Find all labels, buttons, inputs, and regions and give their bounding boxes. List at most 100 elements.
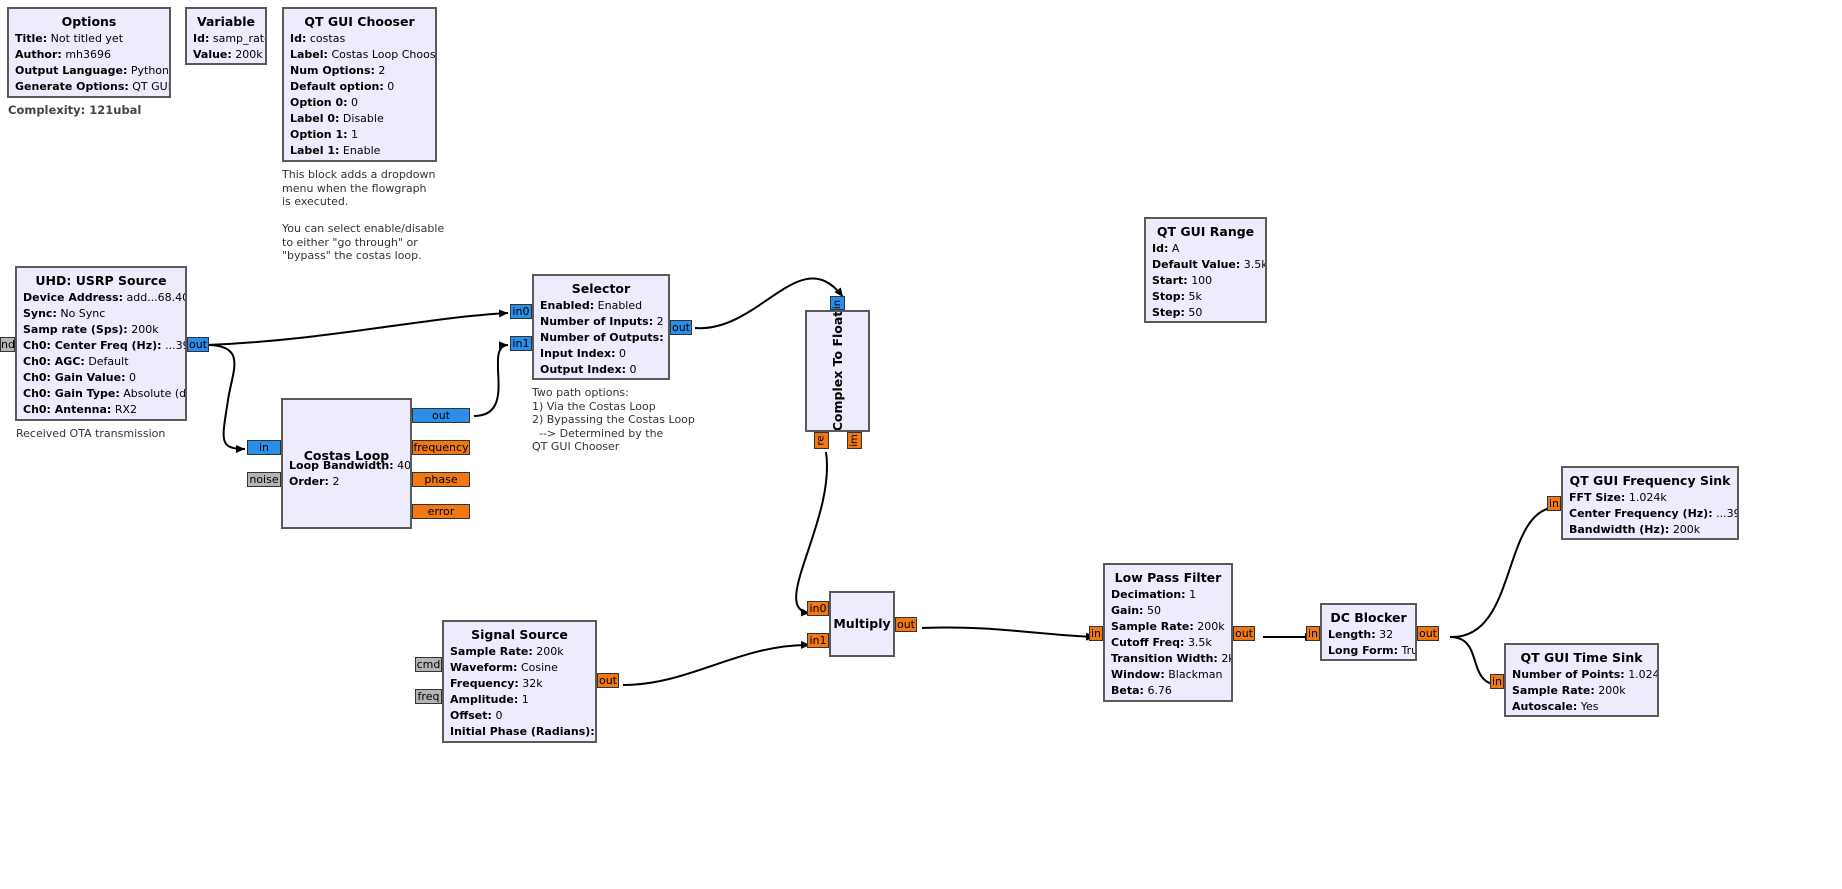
freqsink-in-port[interactable]: in: [1547, 496, 1561, 511]
qt-gui-range-block[interactable]: QT GUI Range Id: A Default Value: 3.5k S…: [1144, 217, 1267, 323]
block-param: Ch0: Gain Value: 0: [23, 371, 136, 384]
multiply-in0-port[interactable]: in0: [807, 601, 829, 616]
costas-error-port[interactable]: error: [412, 504, 470, 519]
block-param: Length: 32: [1328, 628, 1394, 641]
costas-loop-block[interactable]: Costas Loop Loop Bandwidth: 400 Order: 2: [281, 398, 412, 529]
block-param: Default option: 0: [290, 80, 395, 93]
block-param: Number of Inputs: 2: [540, 315, 664, 328]
block-param: Value: 200k: [193, 48, 263, 61]
signal-freq-port[interactable]: freq: [415, 689, 442, 704]
block-param: Default Value: 3.5k: [1152, 258, 1267, 271]
block-param: Label 0: Disable: [290, 112, 384, 125]
wire-uhd-to-selector-in0[interactable]: [206, 309, 509, 346]
block-param: Label 1: Enable: [290, 144, 381, 157]
c2f-in-port[interactable]: in: [830, 296, 845, 310]
block-param: Number of Points: 1.024k: [1512, 668, 1659, 681]
options-block[interactable]: Options Title: Not titled yet Author: mh…: [7, 7, 171, 98]
uhd-comment: Received OTA transmission: [16, 427, 166, 440]
block-param: Sample Rate: 200k: [1111, 620, 1225, 633]
block-param: Generate Options: QT GUI: [15, 80, 171, 93]
wire-c2f-re-to-multiply-in0[interactable]: [795, 451, 829, 617]
block-param: Sync: No Sync: [23, 307, 106, 320]
block-title: Low Pass Filter: [1114, 570, 1222, 585]
lpf-in-port[interactable]: in: [1089, 626, 1103, 641]
signal-source-block[interactable]: Signal Source Sample Rate: 200k Waveform…: [442, 620, 597, 743]
block-param: Initial Phase (Radians): 0: [450, 725, 595, 738]
costas-noise-port[interactable]: noise: [247, 472, 281, 487]
block-param: Option 1: 1: [290, 128, 359, 141]
block-param: Start: 100: [1152, 274, 1213, 287]
block-param: Id: costas: [290, 32, 346, 45]
costas-out-port[interactable]: out: [412, 408, 470, 423]
c2f-re-port[interactable]: re: [814, 432, 829, 449]
block-param: Label: Costas Loop Chooser: [290, 48, 437, 61]
low-pass-filter-block[interactable]: Low Pass Filter Decimation: 1 Gain: 50 S…: [1103, 563, 1233, 702]
wire-multiply-to-lpf[interactable]: [921, 626, 1096, 641]
multiply-block[interactable]: Multiply: [829, 591, 895, 657]
block-param: Input Index: 0: [540, 347, 626, 360]
dcb-out-port[interactable]: out: [1417, 626, 1439, 641]
block-param: Author: mh3696: [15, 48, 112, 61]
block-param: Loop Bandwidth: 400: [289, 459, 412, 472]
block-param: Sample Rate: 200k: [450, 645, 564, 658]
selector-in0-port[interactable]: in0: [510, 304, 532, 319]
dc-blocker-block[interactable]: DC Blocker Length: 32 Long Form: True: [1320, 603, 1417, 661]
wire-dcb-to-freqsink[interactable]: [1449, 502, 1561, 639]
block-title: Variable: [196, 14, 256, 29]
wire-signal-to-multiply-in1[interactable]: [622, 640, 811, 686]
block-param: Window: Blackman: [1111, 668, 1223, 681]
block-param: Decimation: 1: [1111, 588, 1197, 601]
selector-out-port[interactable]: out: [670, 320, 692, 335]
block-param: Beta: 6.76: [1111, 684, 1172, 697]
qt-gui-chooser-block[interactable]: QT GUI Chooser Id: costas Label: Costas …: [282, 7, 437, 162]
block-param: Ch0: AGC: Default: [23, 355, 129, 368]
multiply-out-port[interactable]: out: [895, 617, 917, 632]
block-param: Order: 2: [289, 475, 340, 488]
block-param: Waveform: Cosine: [450, 661, 558, 674]
selector-in1-port[interactable]: in1: [510, 336, 532, 351]
block-title: QT GUI Frequency Sink: [1569, 473, 1731, 488]
timesink-in-port[interactable]: in: [1490, 674, 1504, 689]
wire-uhd-to-costas-in[interactable]: [206, 344, 246, 453]
block-title: QT GUI Time Sink: [1520, 650, 1643, 665]
block-title: DC Blocker: [1330, 610, 1407, 625]
block-param: Title: Not titled yet: [15, 32, 124, 45]
block-title: Costas Loop: [303, 448, 390, 463]
block-param: FFT Size: 1.024k: [1569, 491, 1667, 504]
multiply-in1-port[interactable]: in1: [807, 633, 829, 648]
block-param: Samp rate (Sps): 200k: [23, 323, 159, 336]
signal-cmd-port[interactable]: cmd: [415, 657, 442, 672]
chooser-comment: This block adds a dropdown menu when the…: [282, 168, 445, 262]
wire-costas-out-to-selector-in1[interactable]: [473, 341, 509, 417]
uhd-command-port[interactable]: nd: [0, 337, 15, 352]
block-param: Autoscale: Yes: [1512, 700, 1599, 713]
costas-phase-port[interactable]: phase: [412, 472, 470, 487]
block-param: Center Frequency (Hz): ...39G: [1569, 507, 1737, 520]
costas-frequency-port[interactable]: frequency: [412, 440, 470, 455]
dcb-in-port[interactable]: in: [1306, 626, 1320, 641]
qt-gui-frequency-sink-block[interactable]: QT GUI Frequency Sink FFT Size: 1.024k C…: [1561, 466, 1739, 540]
block-param: Step: 50: [1152, 306, 1203, 319]
uhd-usrp-source-block[interactable]: UHD: USRP Source Device Address: add...6…: [15, 266, 187, 421]
block-title: Multiply: [833, 616, 891, 631]
block-param: Stop: 5k: [1152, 290, 1202, 303]
complexity-label: Complexity: 121ubal: [8, 103, 142, 117]
c2f-im-port[interactable]: im: [847, 432, 862, 449]
block-title: QT GUI Chooser: [304, 14, 415, 29]
variable-block[interactable]: Variable Id: samp_rate Value: 200k: [185, 7, 267, 65]
signal-out-port[interactable]: out: [597, 673, 619, 688]
block-param: Id: A: [1152, 242, 1180, 255]
block-param: Option 0: 0: [290, 96, 359, 109]
block-param: Enabled: Enabled: [540, 299, 643, 312]
qt-gui-time-sink-block[interactable]: QT GUI Time Sink Number of Points: 1.024…: [1504, 643, 1659, 717]
complex-to-float-block[interactable]: Complex To Float: [805, 310, 870, 432]
lpf-out-port[interactable]: out: [1233, 626, 1255, 641]
block-title: Complex To Float: [829, 310, 845, 432]
costas-in-port[interactable]: in: [247, 440, 281, 455]
uhd-out-port[interactable]: out: [187, 337, 209, 352]
block-title: QT GUI Range: [1156, 224, 1255, 239]
block-title: Signal Source: [471, 627, 568, 642]
selector-block[interactable]: Selector Enabled: Enabled Number of Inpu…: [532, 274, 670, 380]
block-param: Ch0: Antenna: RX2: [23, 403, 138, 416]
